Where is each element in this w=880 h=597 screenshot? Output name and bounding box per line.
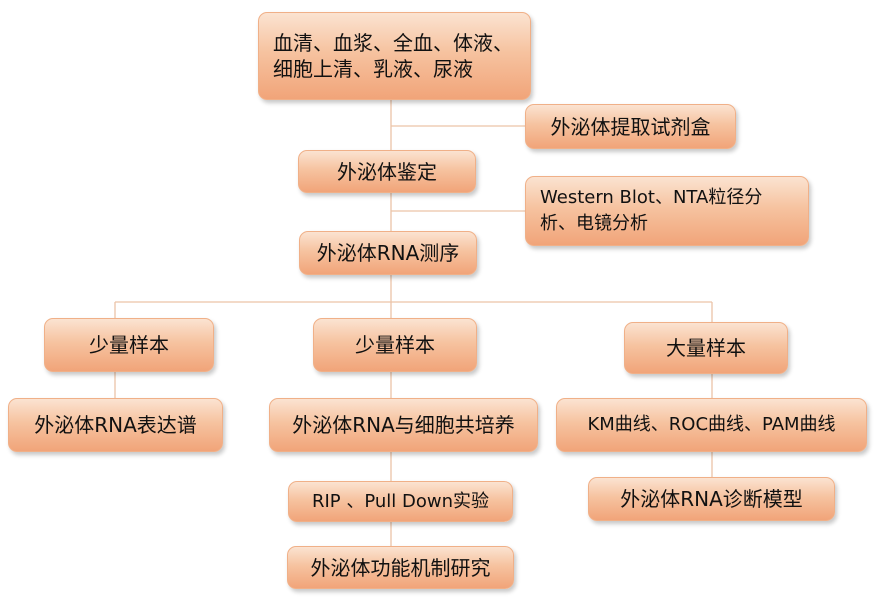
node-samples: 血清、血浆、全血、体液、细胞上清、乳液、尿液 xyxy=(258,12,531,100)
node-expression-profile: 外泌体RNA表达谱 xyxy=(8,398,223,452)
node-curves: KM曲线、ROC曲线、PAM曲线 xyxy=(556,398,867,452)
node-small-sample-middle: 少量样本 xyxy=(313,318,477,372)
node-methods: Western Blot、NTA粒径分析、电镜分析 xyxy=(525,176,809,246)
node-identification: 外泌体鉴定 xyxy=(298,150,476,193)
node-sequencing: 外泌体RNA测序 xyxy=(299,231,477,275)
node-small-sample-left: 少量样本 xyxy=(44,318,214,372)
node-large-sample: 大量样本 xyxy=(624,322,788,374)
node-kit: 外泌体提取试剂盒 xyxy=(525,104,736,149)
node-diagnosis-model: 外泌体RNA诊断模型 xyxy=(588,477,835,521)
node-function-research: 外泌体功能机制研究 xyxy=(287,546,514,589)
node-rip-pulldown: RIP 、Pull Down实验 xyxy=(288,481,513,522)
node-coculture: 外泌体RNA与细胞共培养 xyxy=(269,398,538,452)
